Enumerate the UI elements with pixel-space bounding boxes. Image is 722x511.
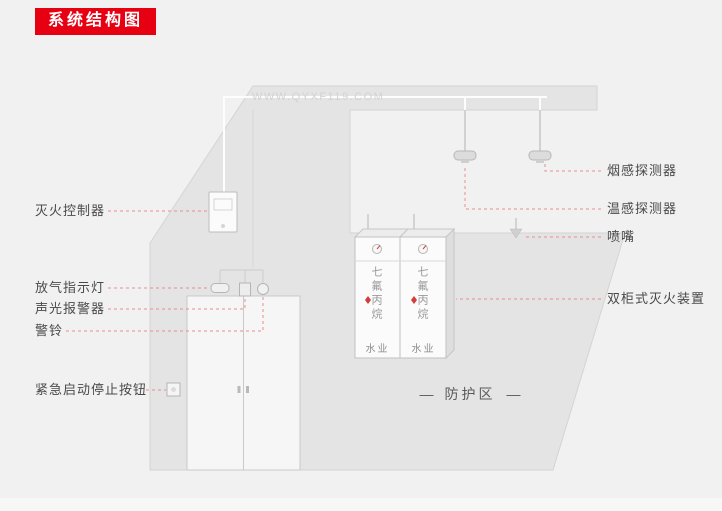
connector-smoke-detector [544,162,601,172]
protection-zone-caption: — 防护区 — [395,384,545,404]
cabinet-pipes [367,214,415,229]
cabinet-right-brand: 水业 [411,344,436,355]
extinguisher-cabinets [353,214,456,360]
sound-light-alarm [239,282,251,297]
temp-detector [453,150,477,163]
cabinet-top-left [353,228,410,238]
cabinet-left-agent-text: 七氟丙烷 [370,266,382,322]
cabinet-right [399,236,447,359]
device-conduit [219,269,264,283]
zone-name: 防护区 [444,386,496,402]
bottom-strip [0,498,722,511]
zone-dash-right: — [506,386,521,402]
cabinet-left-brand: 水业 [365,344,390,355]
cabinet-right-agent-text: 七氟丙烷 [416,266,428,322]
emergency-button [166,382,181,397]
title-badge: 系统结构图 [35,8,157,35]
zone-dash-left: — [419,386,434,402]
label-emergency-button: 紧急启动停止按钮 [35,382,148,397]
connector-sound-light-alarm [108,297,246,310]
door-handle-right [246,386,249,393]
ceiling-pipe [223,96,547,192]
door [186,295,301,471]
smoke-detector [528,150,552,163]
label-alarm-bell: 警铃 [35,323,64,338]
label-cabinet-unit: 双柜式灭火装置 [607,291,706,306]
label-smoke-detector: 烟感探测器 [607,163,678,178]
label-fire-controller: 灭火控制器 [35,203,106,218]
connector-temp-detector [464,166,601,210]
cabinet-top-right [398,228,456,238]
cabinet-side-face [445,227,455,360]
label-nozzle: 喷嘴 [607,229,636,244]
label-gas-indicator: 放气指示灯 [35,280,106,295]
fire-controller-panel [208,191,238,233]
gauge-needles [376,245,427,250]
label-sound-light-alarm: 声光报警器 [35,301,106,316]
nozzle [509,218,523,239]
door-handle-left [237,386,241,393]
gas-indicator-light [210,283,230,293]
brand-mark-right [411,296,417,304]
alarm-bell [257,283,269,295]
brand-mark-left [365,296,371,304]
watermark: WWW.QYXF119.COM [252,91,385,103]
label-temp-detector: 温感探测器 [607,201,678,216]
